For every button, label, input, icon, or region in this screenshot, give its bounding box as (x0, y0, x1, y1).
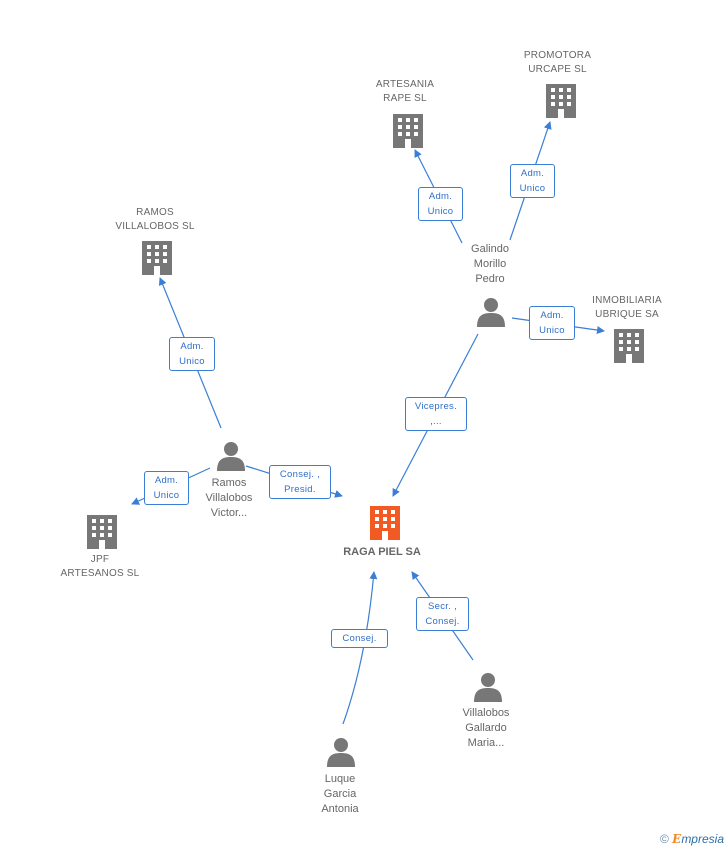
relation-label: Consej. (331, 629, 388, 648)
building-icon[interactable] (393, 114, 423, 148)
relation-label: Adm. Unico (510, 164, 555, 198)
relation-label: Consej. , Presid. (269, 465, 331, 499)
relation-label: Adm. Unico (169, 337, 215, 371)
company-label-promotora[interactable]: PROMOTORA URCAPE SL (523, 50, 592, 75)
person-label-villalobos-maria[interactable]: Villalobos Gallardo Maria... (462, 707, 510, 749)
relation-label: Secr. , Consej. (416, 597, 469, 631)
person-label-ramos-victor[interactable]: Ramos Villalobos Victor... (205, 477, 253, 519)
company-label-inmobiliaria[interactable]: INMOBILIARIA UBRIQUE SA (592, 295, 662, 320)
building-icon[interactable] (546, 84, 576, 118)
relation-label: Adm. Unico (529, 306, 575, 340)
relation-label: Adm. Unico (144, 471, 189, 505)
person-icon[interactable] (474, 673, 502, 702)
edge-luque-center (342, 571, 378, 725)
person-label-luque[interactable]: Luque Garcia Antonia (321, 773, 359, 815)
relation-label: Vicepres. ,... (405, 397, 467, 431)
building-icon[interactable] (614, 329, 644, 363)
company-label-jpf[interactable]: JPF ARTESANOS SL (60, 554, 140, 579)
relation-label: Adm. Unico (418, 187, 463, 221)
person-label-galindo[interactable]: Galindo Morillo Pedro (471, 243, 509, 285)
person-icon[interactable] (217, 442, 245, 471)
building-icon[interactable] (87, 515, 117, 549)
company-label-ramos-villalobos-sl[interactable]: RAMOS VILLALOBOS SL (115, 207, 195, 232)
building-icon[interactable] (370, 506, 400, 540)
person-icon[interactable] (327, 738, 355, 767)
building-icon[interactable] (142, 241, 172, 275)
company-label-artesania[interactable]: ARTESANIA RAPE SL (375, 79, 435, 104)
person-icon[interactable] (477, 298, 505, 327)
brand-initial: E (672, 832, 682, 846)
brand-name: mpresia (681, 832, 724, 846)
company-label-center[interactable]: RAGA PIEL SA (343, 546, 421, 558)
copyright-icon: © (659, 832, 669, 846)
brand-watermark[interactable]: © Empresia (660, 832, 724, 846)
